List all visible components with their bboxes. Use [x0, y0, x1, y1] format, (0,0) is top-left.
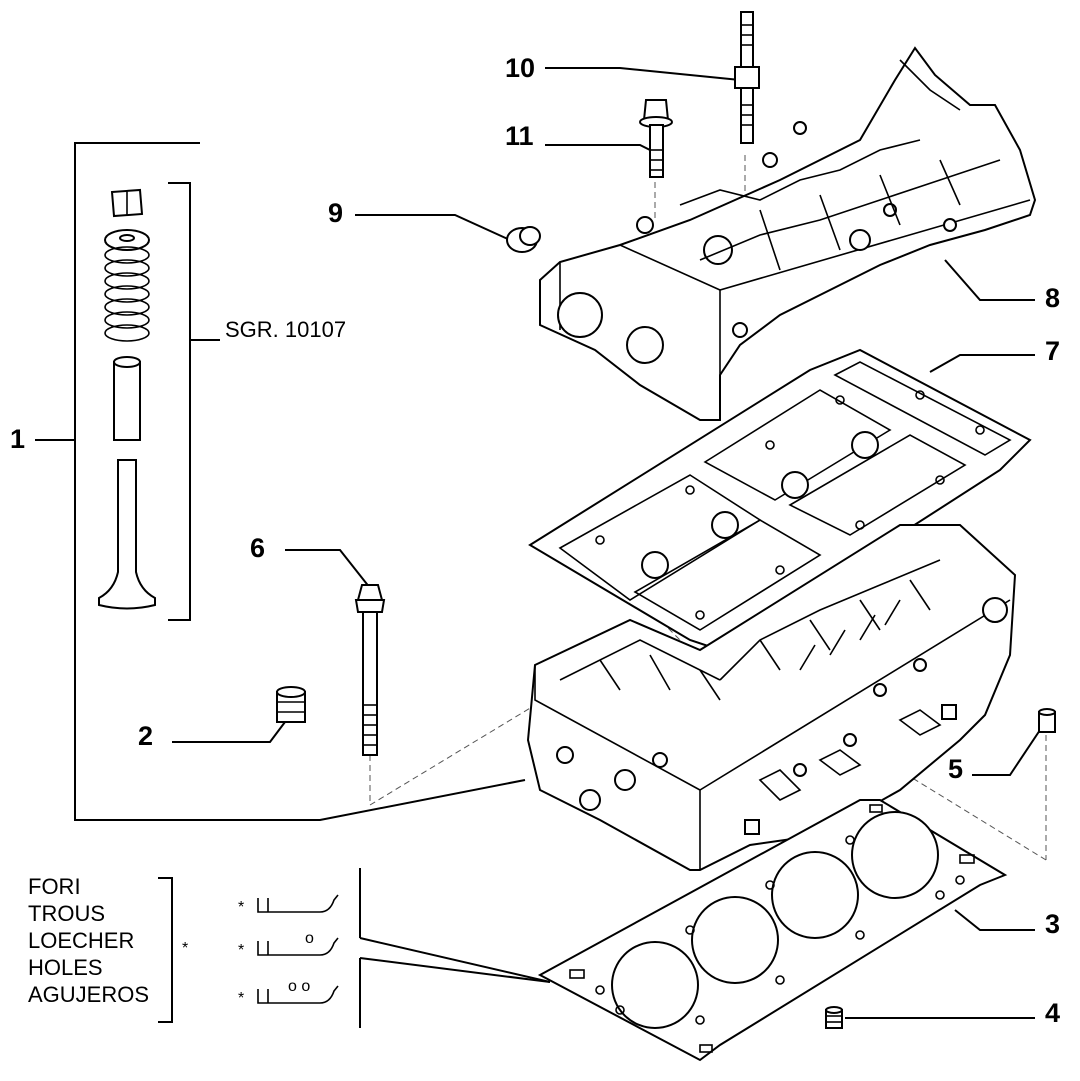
head-gasket — [537, 799, 1008, 1062]
callout-7: 7 — [1045, 336, 1060, 366]
dowel-4 — [825, 1006, 843, 1029]
legend-holes-single: o — [305, 930, 314, 947]
dowel-5 — [1038, 708, 1056, 733]
legend-word-loecher: LOECHER — [28, 928, 134, 953]
legend-asterisk-3: * — [238, 990, 244, 1007]
camshaft-carrier — [539, 46, 1037, 421]
callout-1: 1 — [10, 424, 25, 454]
flange-bolt — [639, 99, 673, 178]
callout-9: 9 — [328, 198, 343, 228]
sgr-label: SGR. 10107 — [225, 317, 346, 342]
callout-5: 5 — [948, 754, 963, 784]
callout-8: 8 — [1045, 283, 1060, 313]
legend-asterisk-1: * — [238, 899, 244, 916]
valve-assembly: SGR. 10107 — [98, 182, 346, 621]
callout-4: 4 — [1045, 998, 1060, 1028]
callout-2: 2 — [138, 721, 153, 751]
cover-gasket — [528, 348, 1032, 652]
valve-guide — [113, 361, 141, 441]
legend-word-agujeros: AGUJEROS — [28, 982, 149, 1007]
valve-spring — [104, 246, 150, 342]
legend-word-fori: FORI — [28, 874, 81, 899]
legend-asterisk-2: * — [238, 942, 244, 959]
head-bolt — [354, 584, 386, 756]
stud-bolt — [734, 11, 760, 144]
legend-asterisk-main: * — [182, 940, 188, 957]
callout-11: 11 — [505, 121, 534, 151]
legend-holes-double: o o — [288, 978, 310, 995]
leader-lines — [35, 67, 1041, 1019]
hole-legend: FORI TROUS LOECHER HOLES AGUJEROS * * * … — [28, 868, 551, 1028]
legend-word-holes: HOLES — [28, 955, 103, 980]
callout-3: 3 — [1045, 909, 1060, 939]
callout-6: 6 — [250, 533, 265, 563]
cylinder-head — [526, 524, 1017, 871]
plug — [506, 226, 541, 253]
legend-word-trous: TROUS — [28, 901, 105, 926]
callout-10: 10 — [505, 53, 535, 83]
valve — [98, 459, 156, 610]
hydraulic-tappet — [276, 686, 306, 723]
